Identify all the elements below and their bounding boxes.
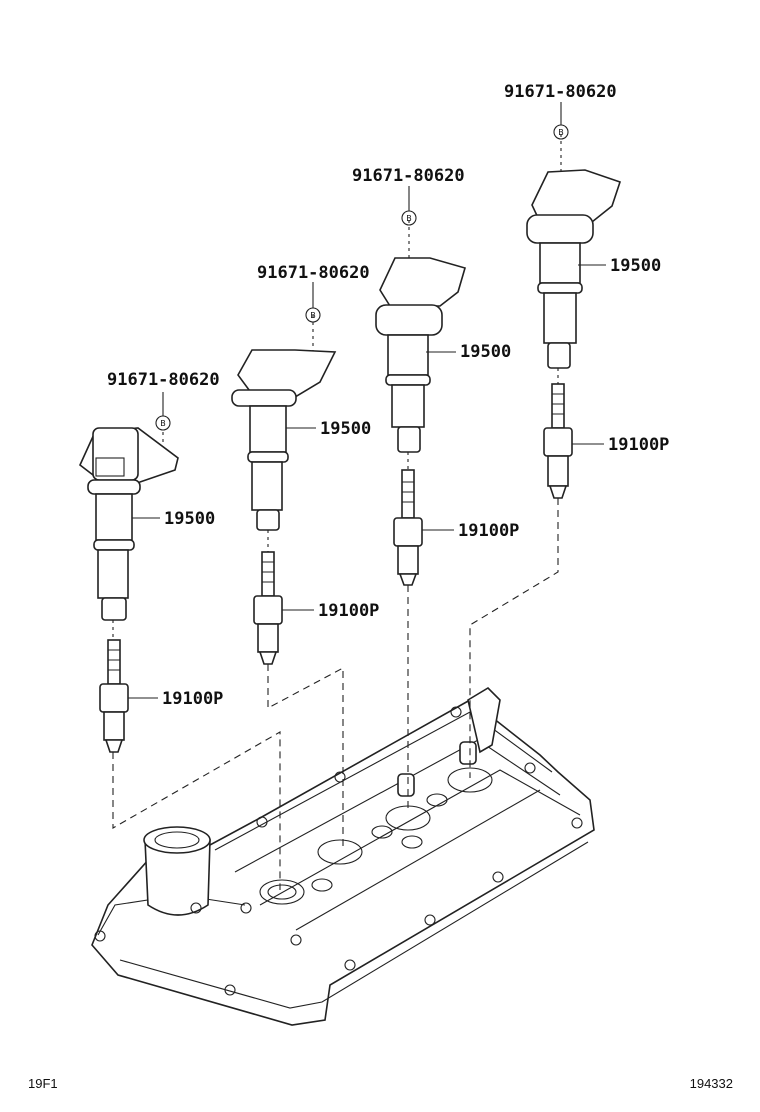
spark-plug-4 [543, 383, 573, 499]
spark-plug-1 [99, 639, 129, 753]
ignition-coil-2 [231, 349, 337, 531]
bolt-symbol: B [310, 311, 316, 320]
coil-part-number: 19500 [164, 509, 215, 529]
callout-leaders [128, 102, 606, 699]
coil-part-number: 19500 [320, 419, 371, 439]
bolt-part-number: 91671-80620 [257, 263, 370, 283]
plug-part-number: 19100P [458, 521, 519, 541]
ignition-coil-1 [79, 427, 179, 621]
part-number-labels: 91671-80620 91671-80620 91671-80620 9167… [107, 82, 669, 709]
bolt-part-number: 91671-80620 [504, 82, 617, 102]
spark-plug-2 [253, 551, 283, 665]
spark-plug-3 [393, 469, 423, 586]
bolt-symbol: B [160, 419, 166, 428]
plug-part-number: 19100P [318, 601, 379, 621]
diagram-code-right: 194332 [690, 1076, 733, 1091]
bolt-marker-3: B [401, 210, 417, 226]
bolt-symbol: B [558, 128, 564, 137]
coil-part-number: 19500 [610, 256, 661, 276]
plug-part-number: 19100P [162, 689, 223, 709]
bolt-part-number: 91671-80620 [352, 166, 465, 186]
bolt-marker-2: B [305, 307, 321, 323]
cylinder-head-cover [91, 686, 595, 1026]
ignition-coil-3 [375, 257, 466, 453]
assembly-lines [112, 134, 562, 890]
bolt-part-number: 91671-80620 [107, 370, 220, 390]
coil-part-number: 19500 [460, 342, 511, 362]
ignition-coil-4 [526, 169, 622, 369]
bolt-symbol: B [406, 214, 412, 223]
diagram-code-left: 19F1 [28, 1076, 58, 1091]
bolt-marker-4: B [553, 124, 569, 140]
plug-part-number: 19100P [608, 435, 669, 455]
bolt-marker-1: B [155, 415, 171, 431]
